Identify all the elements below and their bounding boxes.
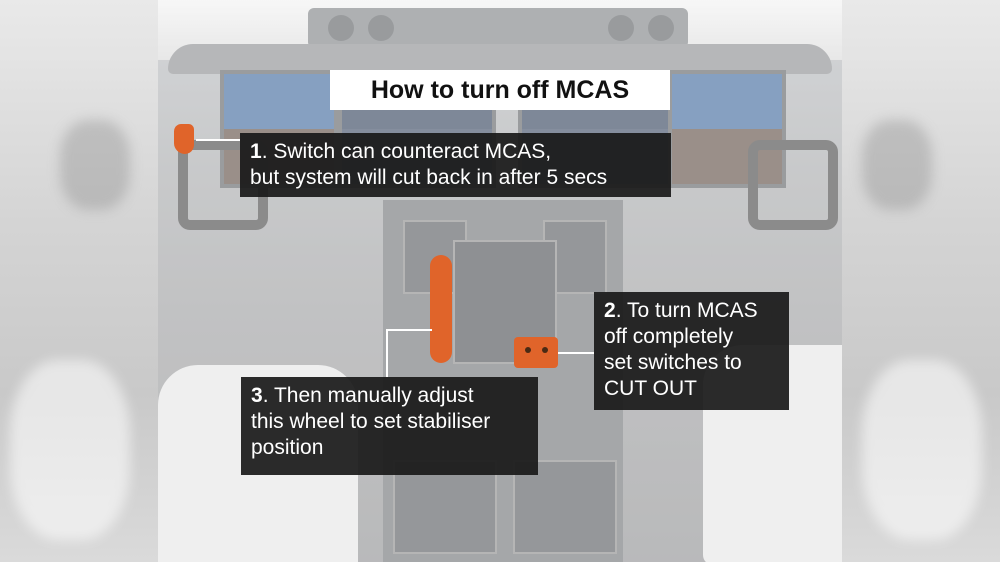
- leader-line-3: [386, 329, 432, 331]
- glareshield: [168, 44, 832, 74]
- callout-text: set switches to: [604, 351, 742, 374]
- right-blur-panel: [842, 0, 1000, 562]
- yoke-trim-switch-highlight: [174, 124, 194, 154]
- callout-text: . To turn MCAS: [615, 299, 758, 322]
- callout-text: . Switch can counteract MCAS,: [261, 140, 552, 163]
- callout-text: position: [251, 436, 324, 459]
- callout-text: off completely: [604, 325, 734, 348]
- left-blur-panel: [0, 0, 158, 562]
- stabiliser-trim-wheel-highlight: [430, 255, 452, 363]
- callout-number: 3: [251, 384, 263, 407]
- callout-text: this wheel to set stabiliser: [251, 410, 491, 433]
- callout-3: 3. Then manually adjust this wheel to se…: [241, 377, 538, 475]
- callout-2: 2. To turn MCAS off completely set switc…: [594, 292, 789, 410]
- callout-text: CUT OUT: [604, 377, 697, 400]
- callout-number: 2: [604, 299, 616, 322]
- display-screen: [668, 70, 786, 188]
- page-title: How to turn off MCAS: [330, 70, 670, 110]
- callout-1: 1. Switch can counteract MCAS, but syste…: [240, 133, 671, 197]
- cutout-switches-highlight: [514, 337, 558, 368]
- leader-line-2: [558, 352, 594, 354]
- callout-text: but system will cut back in after 5 secs: [250, 166, 608, 189]
- leader-line-1: [196, 139, 240, 141]
- callout-number: 1: [250, 140, 262, 163]
- switch-dot: [542, 347, 548, 353]
- overhead-panel: [308, 8, 688, 48]
- first-officer-yoke: [748, 140, 838, 230]
- leader-line-3: [386, 329, 388, 377]
- center-pedestal: [383, 200, 623, 562]
- switch-dot: [525, 347, 531, 353]
- callout-text: . Then manually adjust: [262, 384, 474, 407]
